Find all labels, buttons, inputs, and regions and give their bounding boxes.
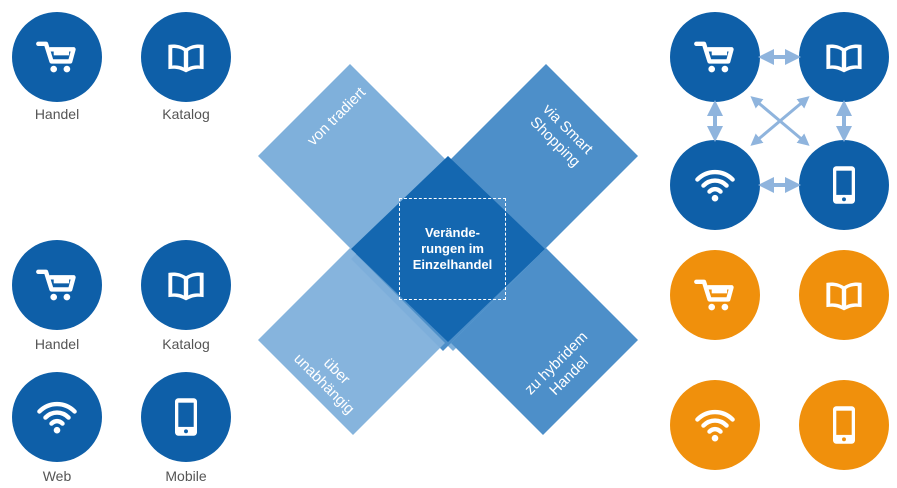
right-top-wifi-circle — [670, 140, 760, 230]
left-top-handel-label: Handel — [34, 106, 80, 122]
right-bottom-cart-circle — [670, 250, 760, 340]
arm-bottom-left — [258, 248, 445, 435]
left-bottom-handel-circle — [12, 240, 102, 330]
wifi-icon — [693, 403, 737, 447]
right-top-cart-circle — [670, 12, 760, 102]
right-top-mobile-circle — [799, 140, 889, 230]
left-top-katalog-label: Katalog — [162, 106, 210, 122]
left-bottom-katalog-circle — [141, 240, 231, 330]
right-bottom-book-circle — [799, 250, 889, 340]
left-bottom-mobile-circle — [141, 372, 231, 462]
left-top-katalog-circle — [141, 12, 231, 102]
book-icon — [822, 273, 866, 317]
left-bottom-web-circle — [12, 372, 102, 462]
right-bottom-wifi-circle — [670, 380, 760, 470]
center-dashed-box: Verände- rungen im Einzelhandel — [399, 198, 506, 300]
left-bottom-web-label: Web — [42, 468, 72, 484]
left-top-handel-circle — [12, 12, 102, 102]
right-bottom-mobile-circle — [799, 380, 889, 470]
mobile-icon — [822, 403, 866, 447]
left-bottom-katalog-label: Katalog — [162, 336, 210, 352]
left-bottom-handel-label: Handel — [34, 336, 80, 352]
cart-icon — [693, 273, 737, 317]
left-bottom-mobile-label: Mobile — [165, 468, 207, 484]
center-title: Verände- rungen im Einzelhandel — [412, 225, 493, 272]
right-top-book-circle — [799, 12, 889, 102]
arrow-diag-2 — [750, 96, 810, 146]
arm-bottom-right — [451, 248, 638, 435]
